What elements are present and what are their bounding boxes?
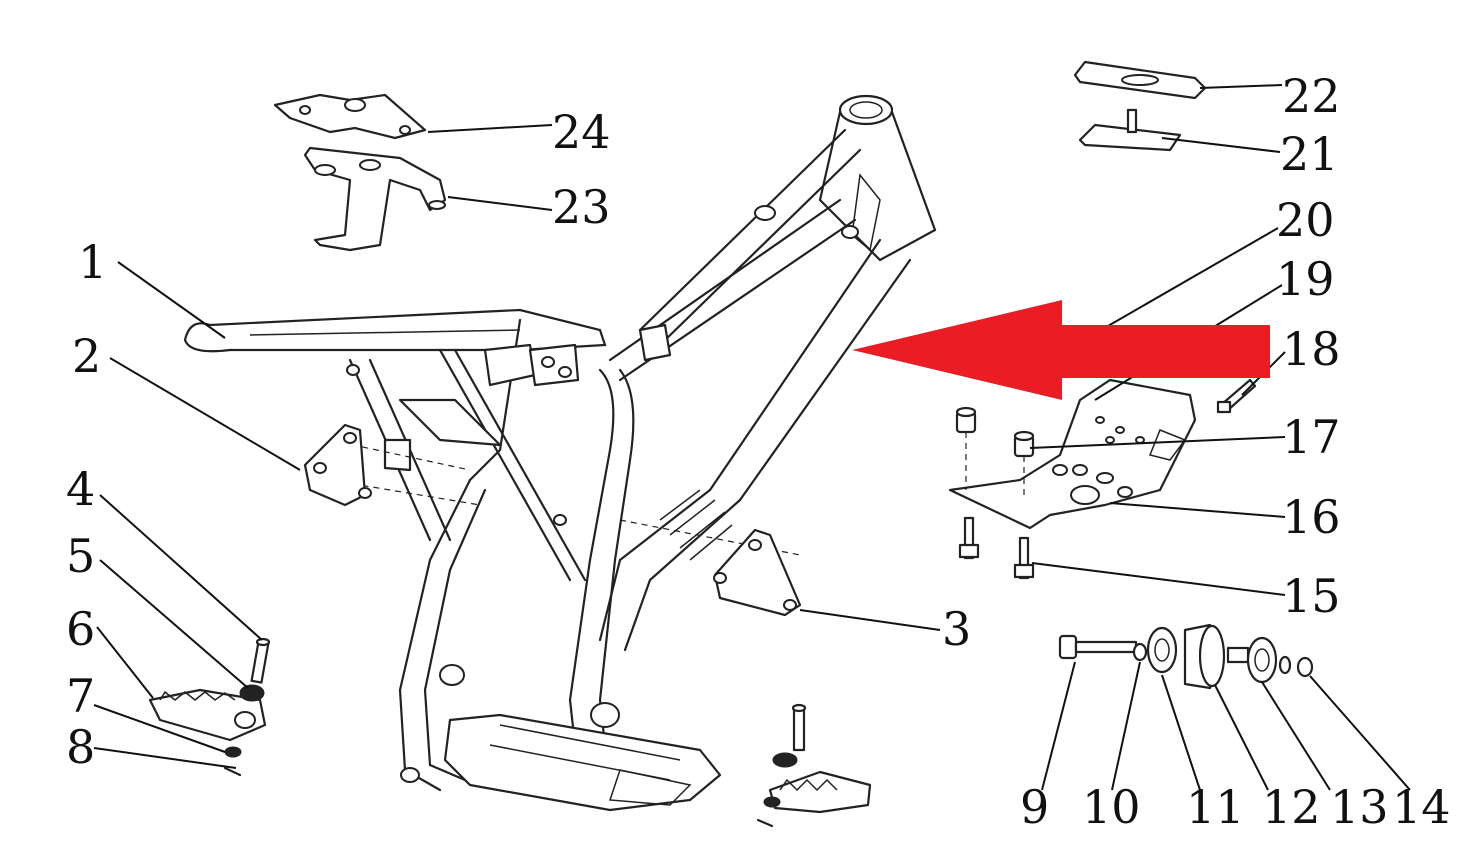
- label-8: 8: [66, 720, 95, 774]
- leader-3: [799, 609, 941, 631]
- label-11: 11: [1186, 780, 1245, 834]
- label-9: 9: [1020, 780, 1049, 834]
- leader-12: [1214, 684, 1269, 791]
- part-3-engine-mount-right: [713, 528, 802, 617]
- leader-14: [1309, 675, 1411, 791]
- part-7-washer: [224, 746, 242, 758]
- label-5: 5: [66, 529, 95, 583]
- leader-6: [96, 626, 154, 699]
- label-24: 24: [552, 105, 611, 159]
- part-21-bracket: [1078, 108, 1182, 152]
- red-highlight-arrow: [852, 300, 1270, 400]
- part-4-pin: [250, 637, 271, 684]
- label-6: 6: [66, 602, 95, 656]
- part-8-cotter-pin: [223, 766, 242, 777]
- leader-21: [1161, 137, 1281, 153]
- part-6-footpeg-left: [148, 688, 267, 742]
- leader-2: [109, 357, 301, 471]
- label-3: 3: [942, 602, 971, 656]
- leader-5: [99, 559, 249, 689]
- part-12-roller: [1183, 623, 1226, 690]
- part-23-mount-bracket: [303, 146, 447, 252]
- label-21: 21: [1280, 127, 1339, 181]
- leader-1: [117, 261, 226, 339]
- part-10-washer: [1132, 642, 1148, 662]
- leader-4: [99, 494, 263, 641]
- leader-16: [1109, 502, 1286, 518]
- part-labels: 1 2 3 4 5 6 7 8 9 10 11 12 13 14 15 16 1…: [66, 69, 1451, 834]
- label-10: 10: [1082, 780, 1141, 834]
- leader-22: [1199, 84, 1283, 89]
- label-4: 4: [66, 462, 95, 516]
- part-9-bolt: [1058, 634, 1138, 660]
- part-2-engine-mount-left: [303, 423, 372, 507]
- label-22: 22: [1282, 69, 1341, 123]
- leader-24: [427, 124, 553, 133]
- label-17: 17: [1282, 410, 1341, 464]
- part-11-bearing: [1146, 626, 1178, 674]
- part-17-spacers: [955, 406, 1035, 500]
- label-23: 23: [552, 180, 611, 234]
- leader-9: [1041, 661, 1076, 791]
- footpeg-right: [756, 703, 872, 828]
- label-2: 2: [72, 329, 101, 383]
- part-24-top-bracket: [273, 93, 427, 140]
- leader-10: [1111, 661, 1141, 791]
- leader-13: [1261, 681, 1331, 791]
- label-16: 16: [1282, 490, 1341, 544]
- label-13: 13: [1330, 780, 1389, 834]
- part-13-bearing: [1226, 636, 1278, 684]
- part-16-skid-plate: [948, 378, 1197, 530]
- label-14: 14: [1392, 780, 1451, 834]
- leader-23: [447, 196, 553, 211]
- label-7: 7: [66, 669, 95, 723]
- part-22-plate: [1073, 60, 1207, 100]
- leader-11: [1161, 674, 1201, 791]
- leader-7: [93, 704, 226, 753]
- label-1: 1: [78, 235, 107, 289]
- label-19: 19: [1276, 252, 1335, 306]
- leader-17: [1029, 436, 1286, 449]
- label-12: 12: [1262, 780, 1321, 834]
- leader-8: [93, 747, 237, 769]
- label-15: 15: [1282, 569, 1341, 623]
- part-14-nut: [1278, 655, 1314, 678]
- part-15-bolts: [958, 516, 1035, 580]
- part-5-spring: [239, 684, 265, 702]
- part-18-screw: [1216, 378, 1257, 414]
- leader-15: [1031, 562, 1286, 596]
- label-18: 18: [1282, 322, 1341, 376]
- label-20: 20: [1276, 193, 1335, 247]
